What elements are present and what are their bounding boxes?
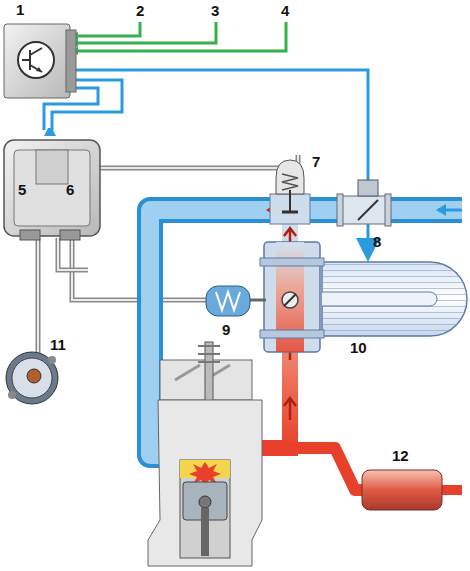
callout-number: 1 [16,2,24,17]
pressure-converter [4,140,100,240]
callout-number: 5 [18,182,26,197]
callout-number: 12 [392,448,409,463]
throttle-valve [337,180,391,226]
callout-number: 2 [136,3,144,18]
callout-number: 6 [66,182,74,197]
callout-number: 7 [312,154,320,169]
signal-wire [78,22,286,51]
callout-number: 11 [50,337,66,352]
callout-number: 8 [373,234,381,249]
catalytic-converter [362,470,442,510]
callout-number: 10 [350,340,367,355]
callout-number: 3 [211,3,219,18]
bypass-actuator [206,286,250,316]
egr-cooler [248,242,467,352]
control-unit [4,24,76,98]
engine-block [148,342,262,566]
callout-number: 4 [281,3,289,18]
callout-number: 9 [222,322,230,337]
egr-valve [270,160,310,224]
vacuum-pump [6,352,58,404]
